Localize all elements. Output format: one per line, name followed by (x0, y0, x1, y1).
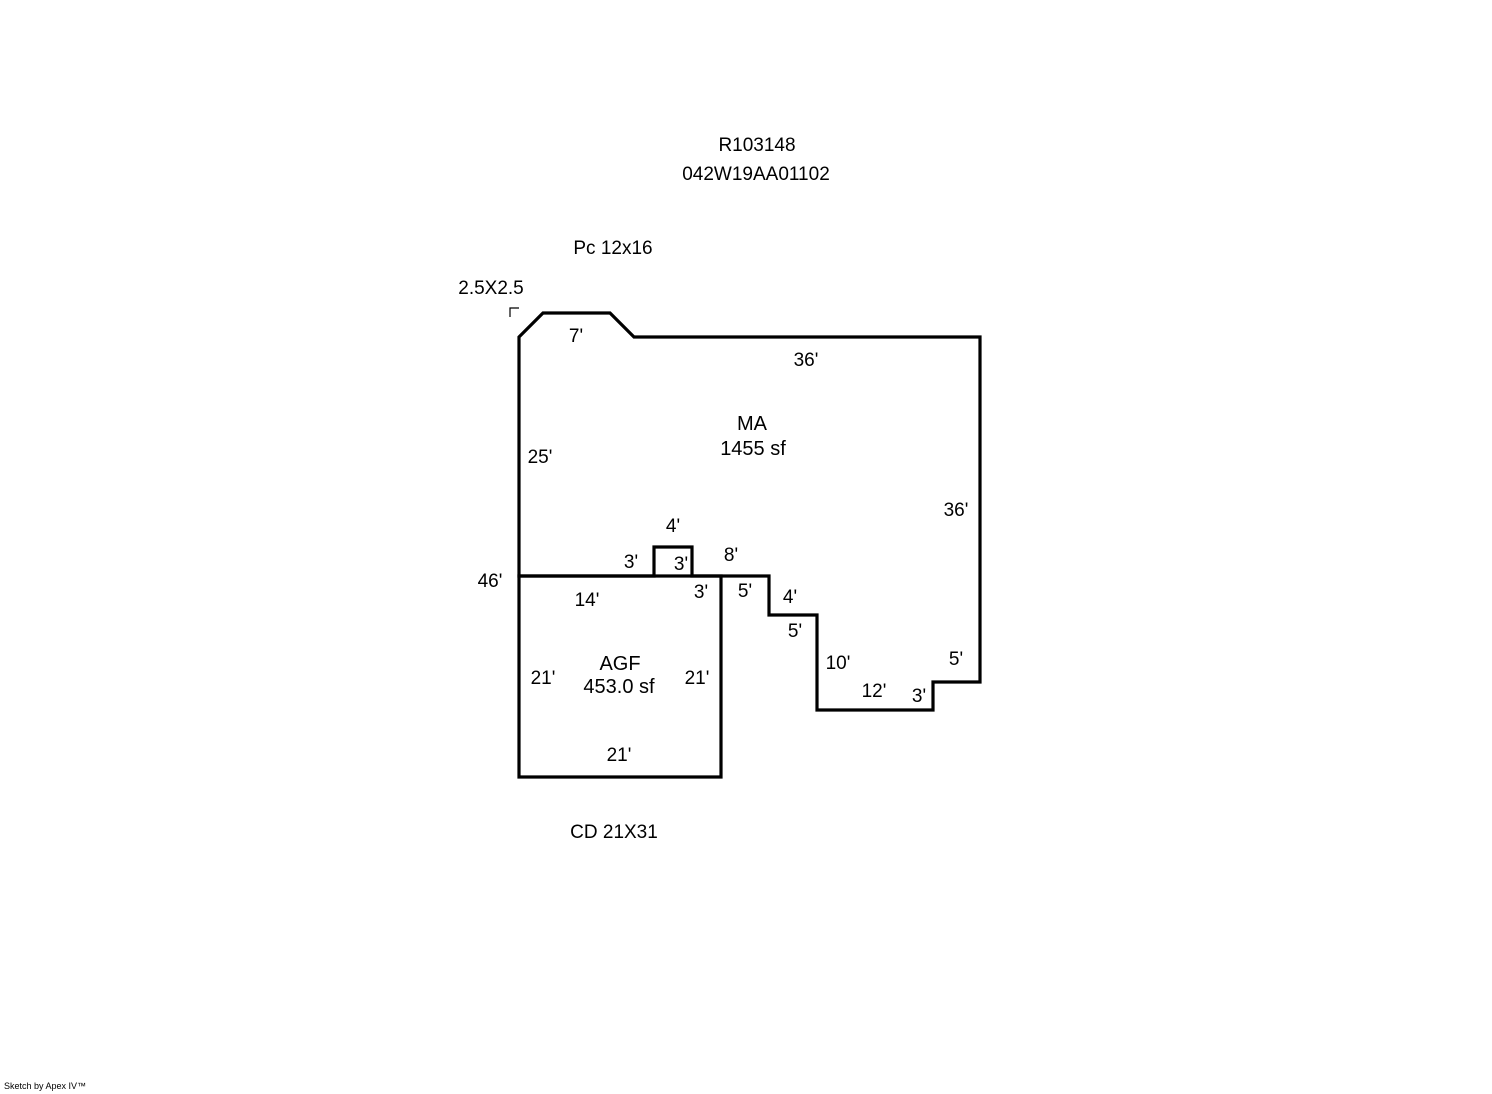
porch-label: Pc 12x16 (573, 238, 652, 259)
garage-area-size: 453.0 sf (583, 676, 655, 698)
dimension-label: 3' (674, 554, 688, 575)
dimension-label: 4' (666, 516, 680, 537)
dimension-label: 10' (826, 653, 851, 674)
dimension-label: 5' (788, 621, 802, 642)
dimension-label: 5' (949, 649, 963, 670)
sketch-credit: Sketch by Apex IV™ (4, 1081, 87, 1091)
dimension-label: 21' (531, 668, 556, 689)
parcel-number: 042W19AA01102 (682, 164, 830, 185)
main-area-outline (517, 311, 982, 712)
dimension-label: 3' (912, 686, 926, 707)
dimension-label: 12' (862, 681, 887, 702)
dimension-label: 25' (528, 447, 553, 468)
dimension-label: 21' (685, 668, 710, 689)
dimension-label: 36' (794, 350, 819, 371)
dimension-label: 3' (624, 552, 638, 573)
main-area-code: MA (737, 413, 768, 435)
dimension-label: 36' (944, 500, 969, 521)
main-area-size: 1455 sf (720, 438, 786, 460)
dimension-label: 7' (569, 326, 583, 347)
corner-note-label: 2.5X2.5 (458, 278, 524, 299)
garage-outline (517, 574, 723, 779)
dimension-label: 46' (478, 571, 503, 592)
dimension-label: 3' (694, 582, 708, 603)
dimension-label: 14' (575, 590, 600, 611)
dimension-label: 5' (738, 581, 752, 602)
garage-area-code: AGF (599, 653, 640, 675)
dimension-label: 4' (783, 587, 797, 608)
dimension-label: 8' (724, 545, 738, 566)
dimension-label: 21' (607, 745, 632, 766)
corner-marker (509, 307, 519, 317)
deck-label: CD 21X31 (570, 822, 658, 843)
record-id: R103148 (718, 135, 795, 156)
